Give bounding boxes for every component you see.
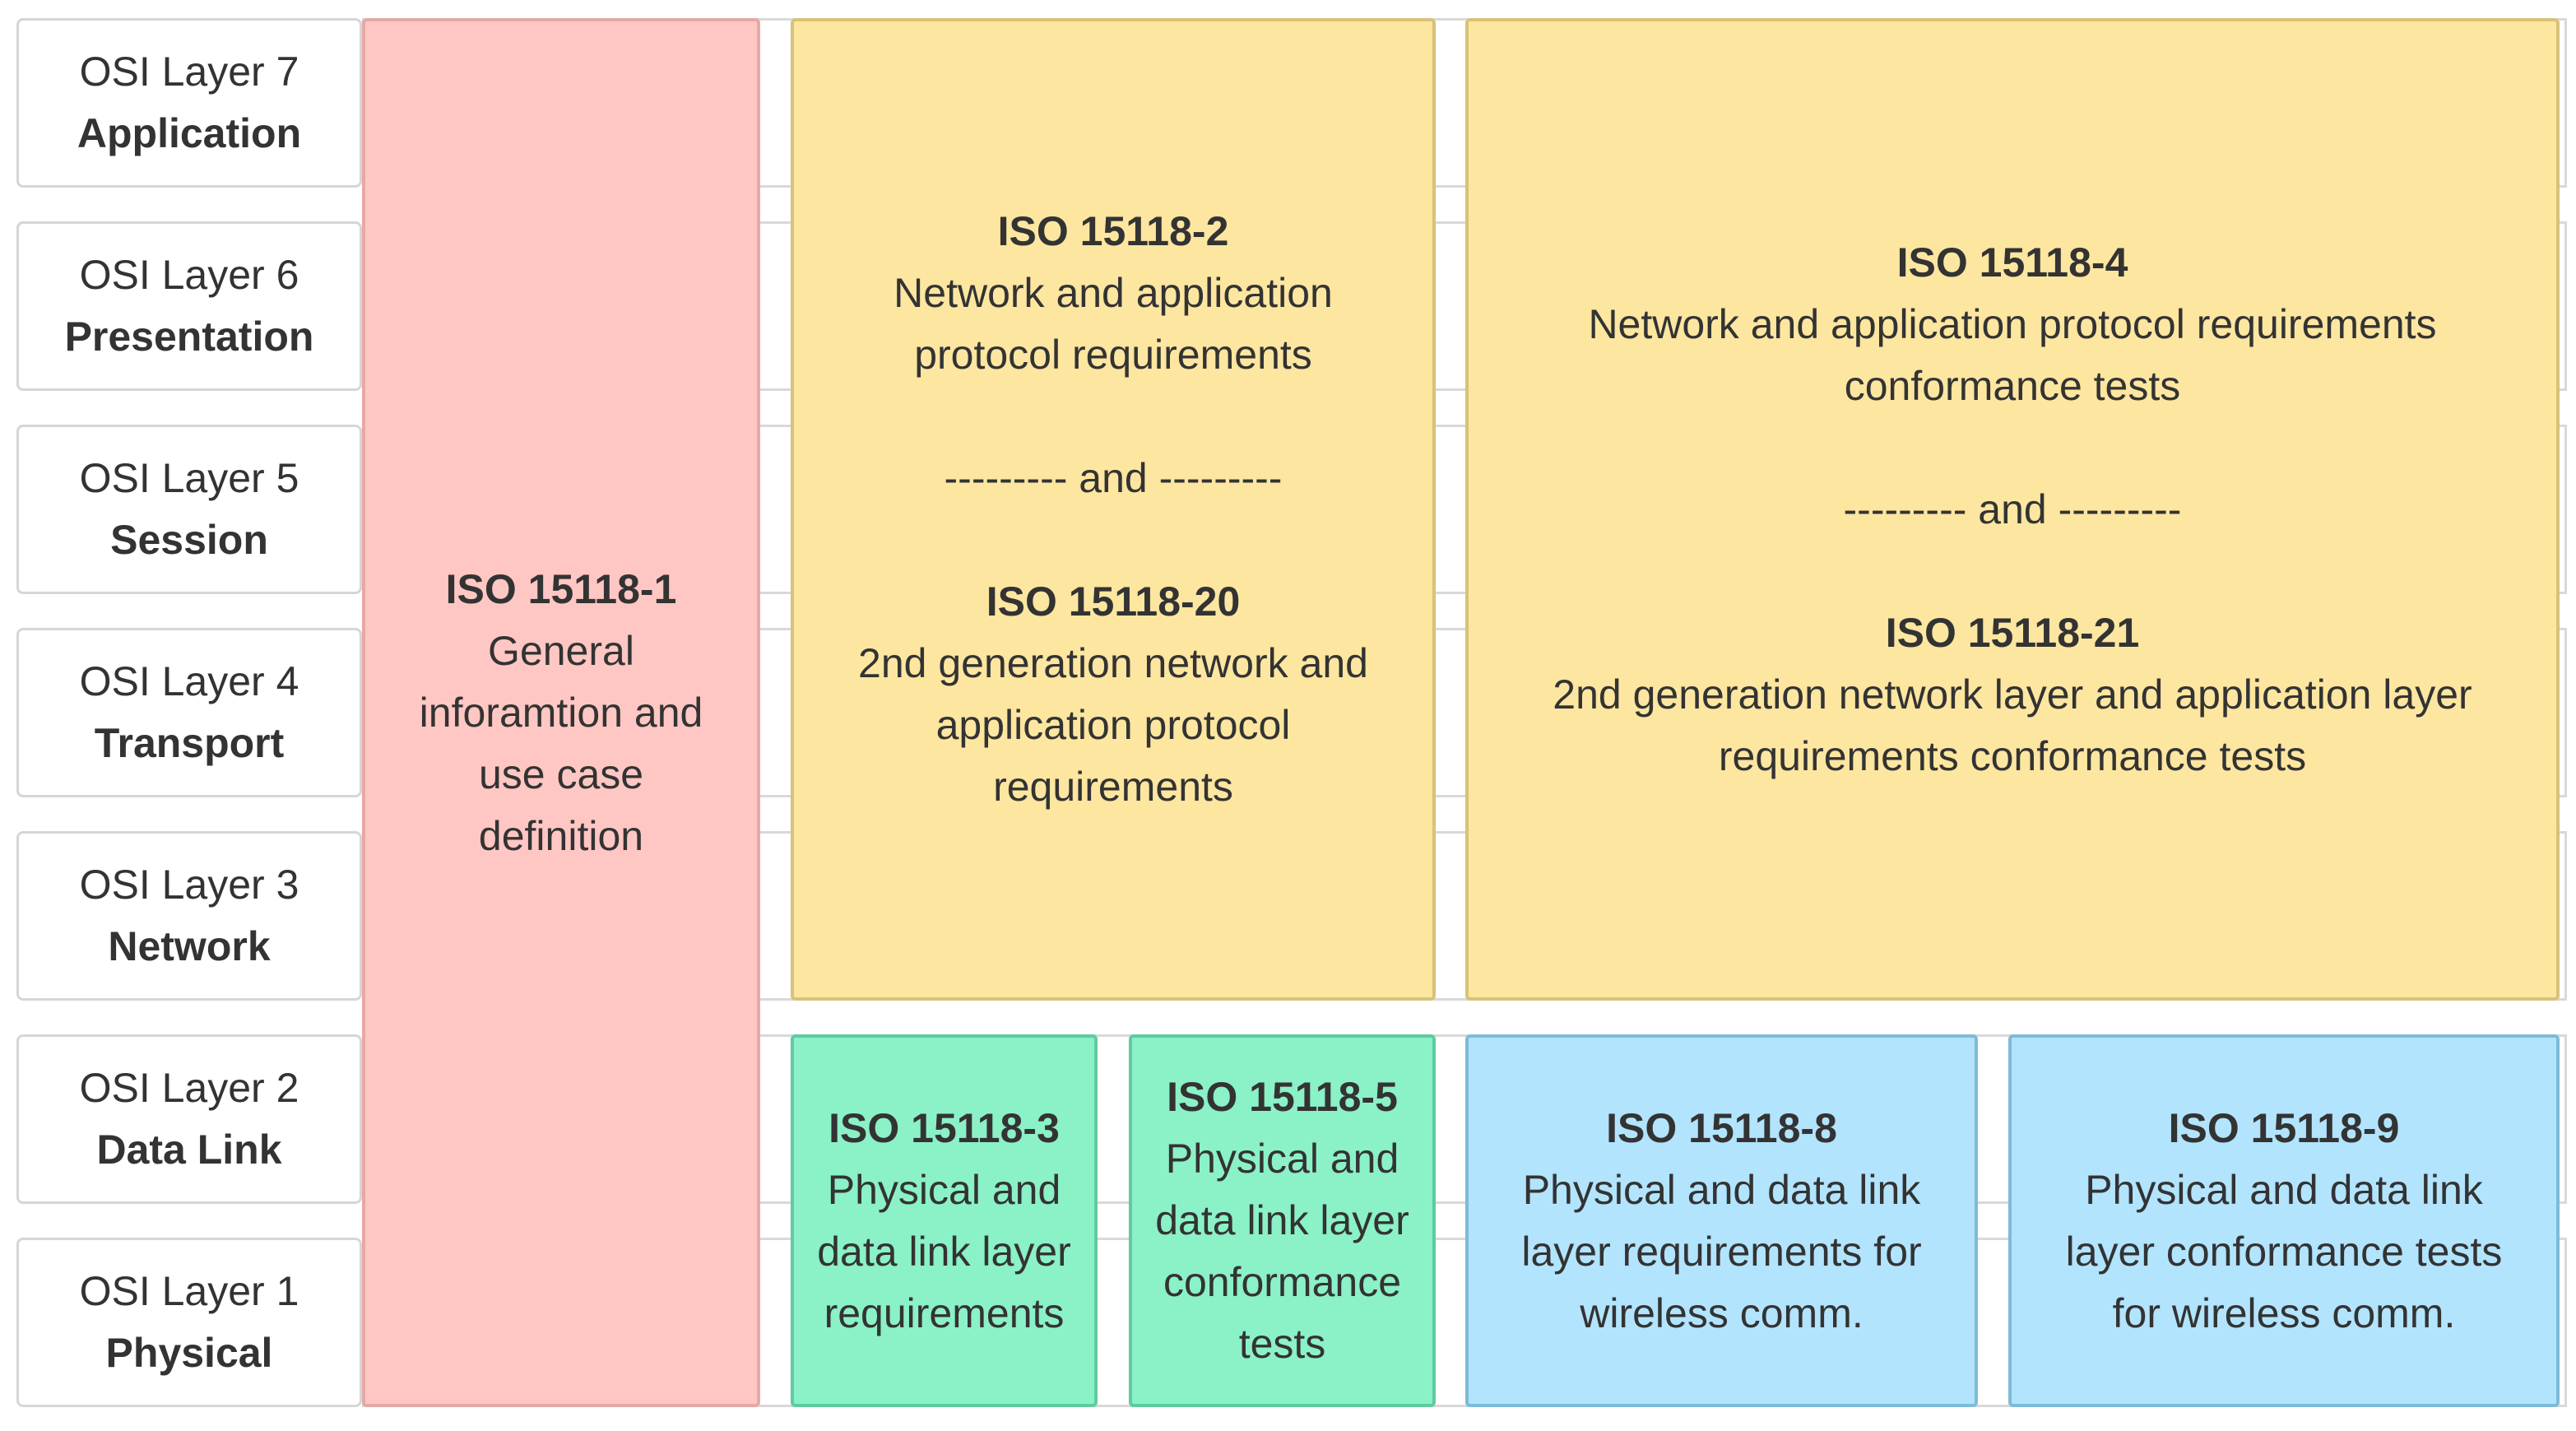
osi-layer-1: OSI Layer 1 Physical xyxy=(16,1238,362,1407)
layer-name: Data Link xyxy=(96,1127,282,1173)
box-text-line: Network and application protocol require… xyxy=(1588,300,2437,347)
box-text-line: 2nd generation network layer and applica… xyxy=(1553,671,2472,718)
box-title: ISO 15118-1 xyxy=(445,565,677,612)
layer-number: OSI Layer 4 xyxy=(79,658,299,704)
box-text-line: conformance tests xyxy=(1844,362,2181,409)
layer-name: Transport xyxy=(94,720,285,766)
box-title: ISO 15118-2 xyxy=(997,208,1229,254)
box-text-line: wireless comm. xyxy=(1580,1289,1864,1336)
box-text-line: Physical and data link xyxy=(2085,1166,2483,1213)
box-text-line: use case xyxy=(478,750,644,797)
iso-15118-4-and-21-box: ISO 15118-4 Network and application prot… xyxy=(1465,18,2560,1001)
box-text-line: Physical and data link xyxy=(1522,1166,1921,1213)
box-text-line: Physical and xyxy=(1165,1136,1399,1182)
osi-layer-7: OSI Layer 7 Application xyxy=(16,18,362,188)
box-title: ISO 15118-9 xyxy=(2168,1104,2400,1151)
osi-layer-4: OSI Layer 4 Transport xyxy=(16,628,362,797)
box-text-line: requirements xyxy=(993,764,1233,810)
box-text-line: Network and application xyxy=(893,270,1333,316)
iso-15118-9-box: ISO 15118-9 Physical and data link layer… xyxy=(2008,1034,2560,1407)
box-text-line: Physical and xyxy=(827,1166,1061,1213)
layer-name: Physical xyxy=(105,1330,273,1376)
box-title: ISO 15118-5 xyxy=(1167,1074,1398,1120)
and-separator: --------- and --------- xyxy=(1843,486,2182,532)
layer-number: OSI Layer 7 xyxy=(79,49,299,95)
iso-15118-5-box: ISO 15118-5 Physical and data link layer… xyxy=(1129,1034,1436,1407)
box-title: ISO 15118-8 xyxy=(1606,1104,1837,1151)
box-text-line: data link layer xyxy=(817,1228,1071,1275)
and-separator: --------- and --------- xyxy=(944,455,1283,501)
box-text-line: 2nd generation network and xyxy=(858,640,1368,686)
box-title: ISO 15118-3 xyxy=(828,1104,1060,1151)
box-text-line: definition xyxy=(478,812,644,859)
box-title: ISO 15118-21 xyxy=(1885,609,2140,656)
layer-number: OSI Layer 3 xyxy=(79,862,299,908)
osi-layer-3: OSI Layer 3 Network xyxy=(16,831,362,1001)
box-text-line: General xyxy=(488,627,634,674)
box-title: ISO 15118-20 xyxy=(986,578,1241,625)
box-text-line: tests xyxy=(1238,1321,1326,1367)
box-text-line: protocol requirements xyxy=(914,332,1312,378)
iso-15118-2-and-20-box: ISO 15118-2 Network and application prot… xyxy=(791,18,1436,1001)
box-text-line: application protocol xyxy=(935,702,1291,748)
osi-layer-5: OSI Layer 5 Session xyxy=(16,425,362,594)
box-text-line: layer conformance tests xyxy=(2065,1228,2503,1275)
box-text-line: conformance xyxy=(1163,1259,1402,1305)
box-text-line: for wireless comm. xyxy=(2112,1289,2456,1336)
layer-name: Session xyxy=(110,517,268,563)
box-text-line: inforamtion and xyxy=(419,689,703,736)
box-text-line: requirements conformance tests xyxy=(1718,732,2307,779)
layer-number: OSI Layer 1 xyxy=(79,1268,299,1314)
layer-name: Network xyxy=(108,923,271,969)
layer-number: OSI Layer 2 xyxy=(79,1065,299,1111)
iso-15118-1-box: ISO 15118-1 General inforamtion and use … xyxy=(362,18,760,1407)
box-text-line: layer requirements for xyxy=(1521,1228,1922,1275)
layer-number: OSI Layer 5 xyxy=(79,455,299,501)
layer-number: OSI Layer 6 xyxy=(79,252,299,298)
layer-name: Application xyxy=(77,110,302,156)
iso-15118-8-box: ISO 15118-8 Physical and data link layer… xyxy=(1465,1034,1978,1407)
osi-layer-2: OSI Layer 2 Data Link xyxy=(16,1034,362,1204)
box-text-line: requirements xyxy=(824,1289,1065,1336)
iso-15118-3-box: ISO 15118-3 Physical and data link layer… xyxy=(791,1034,1098,1407)
osi-layer-6: OSI Layer 6 Presentation xyxy=(16,221,362,391)
box-title: ISO 15118-4 xyxy=(1896,239,2128,286)
box-text-line: data link layer xyxy=(1155,1197,1409,1243)
layer-name: Presentation xyxy=(64,314,314,360)
